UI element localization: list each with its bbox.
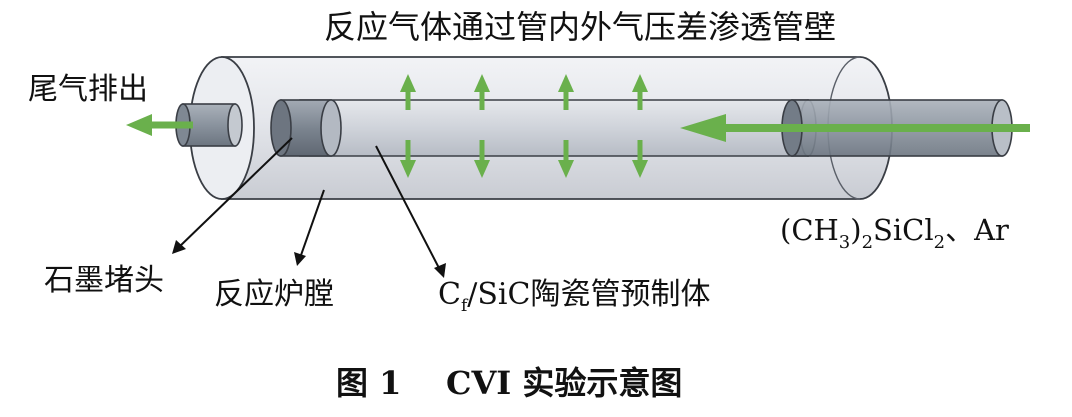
permeation-arrow-up <box>632 74 648 110</box>
permeation-arrow-up <box>400 74 416 110</box>
top-label: 反应气体通过管内外气压差渗透管壁 <box>324 8 836 46</box>
furnace-chamber-label: 反应炉膛 <box>214 277 334 312</box>
pointer-preform <box>375 145 446 278</box>
gas-inlet-label: (CH3)2SiCl2、Ar <box>780 213 1009 253</box>
graphite-plug <box>270 99 342 157</box>
permeation-arrow-down <box>474 140 490 178</box>
permeation-arrow-down <box>632 140 648 178</box>
preform-label: Cf/SiC陶瓷管预制体 <box>438 277 710 316</box>
pointer-furnace-chamber <box>294 189 325 266</box>
permeation-arrow-down <box>558 140 574 178</box>
wall-permeation-arrows <box>400 74 648 178</box>
permeation-arrow-up <box>474 74 490 110</box>
gas-inlet-flow-arrow <box>680 114 1030 142</box>
exhaust-flow-arrow <box>126 114 193 136</box>
graphite-plug-label: 石墨堵头 <box>44 263 164 298</box>
permeation-arrow-up <box>558 74 574 110</box>
exhaust-label: 尾气排出 <box>28 72 148 107</box>
figure-number: 图 1 <box>336 364 401 402</box>
permeation-arrow-down <box>400 140 416 178</box>
pointer-graphite-plug <box>172 137 293 254</box>
figure-caption: CVI 实验示意图 <box>446 364 682 402</box>
